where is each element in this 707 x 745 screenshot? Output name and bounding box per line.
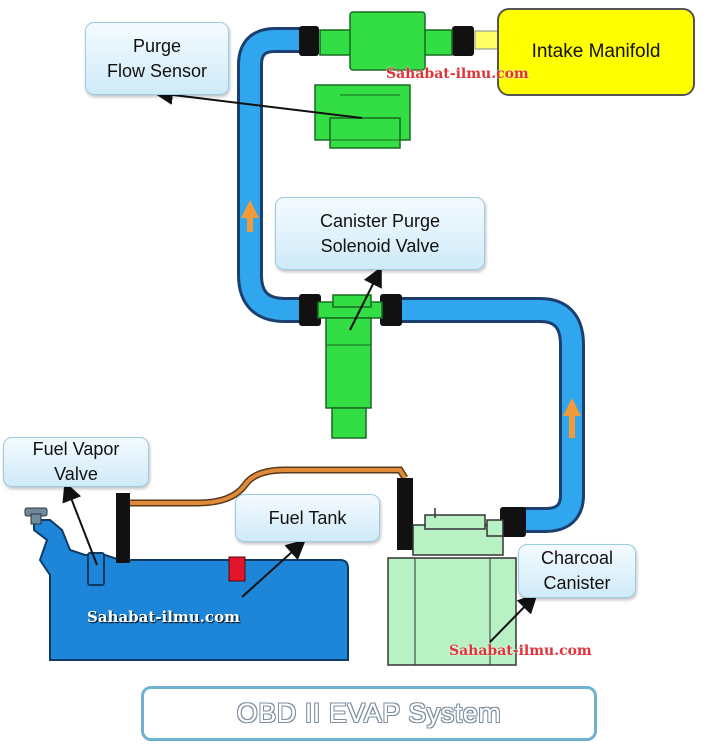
purge-flow-sensor <box>314 11 453 149</box>
pointer-charcoal-canister <box>489 593 538 643</box>
purge-solenoid-valve <box>317 294 383 439</box>
flow-arrow-left <box>241 200 259 232</box>
callout-fuel-tank: Fuel Tank <box>235 494 380 542</box>
callout-purge-flow-sensor: Purge Flow Sensor <box>85 22 229 95</box>
vapor-line <box>128 466 408 507</box>
pointer-arrows <box>62 85 538 643</box>
vacuum-hose <box>237 27 585 533</box>
hose-clamps <box>299 26 526 537</box>
fuel-tank <box>24 493 349 661</box>
callout-charcoal-canister: Charcoal Canister <box>518 544 636 598</box>
callout-canister-purge-solenoid-valve: Canister Purge Solenoid Valve <box>275 197 485 270</box>
callout-fuel-vapor-valve: Fuel Vapor Valve <box>3 437 149 487</box>
flow-arrow-right <box>563 398 581 438</box>
pointer-solenoid-valve <box>349 266 382 331</box>
pointer-fuel-vapor-valve <box>62 481 98 566</box>
pointer-purge-flow-sensor <box>153 85 363 119</box>
pointer-fuel-tank <box>241 539 306 598</box>
diagram-title: OBD II EVAP System <box>141 686 597 741</box>
charcoal-canister <box>387 478 517 666</box>
watermark-bottom: Sahabat-ilmu.com <box>449 643 592 659</box>
watermark-top: Sahabat-ilmu.com <box>386 66 529 82</box>
watermark-tank: Sahabat-ilmu.com <box>87 608 240 626</box>
intake-manifold: Intake Manifold <box>497 8 695 96</box>
